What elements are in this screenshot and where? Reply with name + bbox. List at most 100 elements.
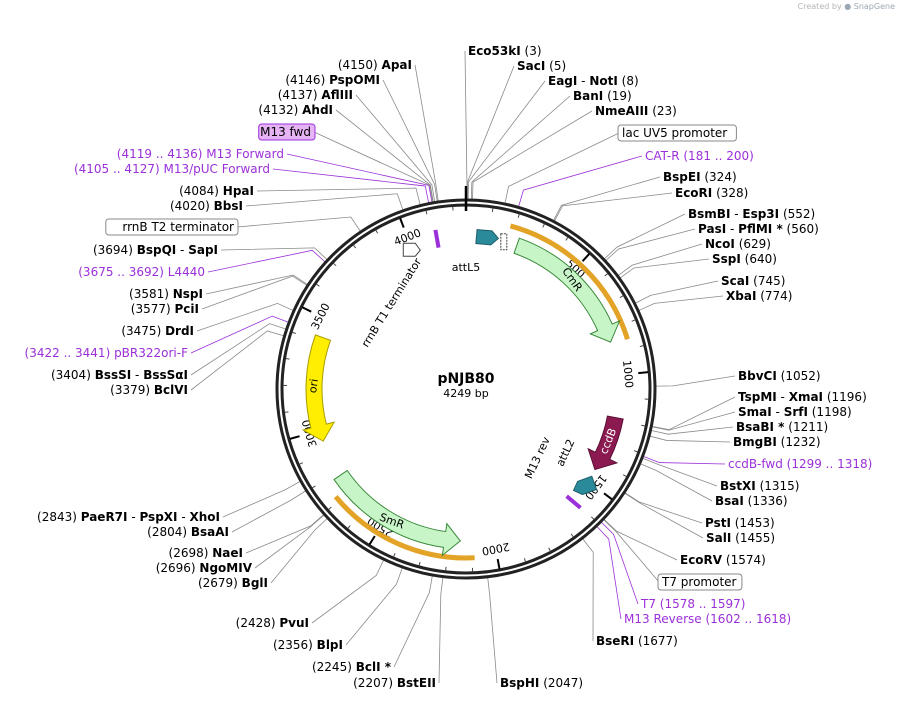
minor-tick xyxy=(542,223,545,228)
leader-line xyxy=(618,243,703,276)
leader-line xyxy=(582,538,594,642)
tick-mark-1000 xyxy=(638,371,649,375)
enzyme-position: (3379) xyxy=(110,383,154,397)
enzyme-position: (2696) xyxy=(156,561,200,575)
primer-name: T7 xyxy=(640,597,656,611)
enzyme-name: Eco53kI xyxy=(468,44,521,58)
map-label-bsphi: BspHI (2047) xyxy=(500,676,583,690)
leader-line xyxy=(467,65,515,200)
label-layer: Eco53kI (3)SacI (5)EagI - NotI (8)BanI (… xyxy=(25,44,873,690)
leader-line xyxy=(464,50,468,200)
feature-label-rrnb-t1-terminator: rrnB T1 terminator xyxy=(359,255,425,349)
map-label-pvui: (2428) PvuI xyxy=(236,616,309,630)
primer-position: (3422 .. 3441) xyxy=(25,346,115,360)
leader-line xyxy=(655,375,736,387)
tick-mark-3000 xyxy=(289,435,300,440)
enzyme-position: (1677) xyxy=(634,634,678,648)
feature-box-label: M13 fwd xyxy=(260,125,311,139)
enzyme-position: (2698) xyxy=(169,546,213,560)
primer-position: (4105 .. 4127) xyxy=(74,162,164,176)
plasmid-name: pNJB80 xyxy=(437,371,494,387)
label-text: (2804) BsaAI xyxy=(147,525,229,539)
leader-line xyxy=(190,323,286,376)
primer-position: (1299 .. 1318) xyxy=(783,457,873,471)
minor-tick xyxy=(517,213,520,218)
label-text: (4084) HpaI xyxy=(179,184,254,198)
map-label-ncoi: NcoI (629) xyxy=(705,237,771,251)
leader-line xyxy=(487,577,498,684)
leader-line xyxy=(245,193,404,210)
tick-label-3500: 3500 xyxy=(309,301,333,332)
map-label-eagi: EagI - NotI (8) xyxy=(548,74,639,88)
enzyme-position: (1198) xyxy=(808,405,852,419)
label-text: (4105 .. 4127) M13/pUC Forward xyxy=(74,162,270,176)
label-text: EcoRV (1574) xyxy=(680,553,766,567)
enzyme-name: BspHI xyxy=(500,676,539,690)
leader-line xyxy=(553,176,661,221)
map-label-bclvi: (3379) BclVI xyxy=(110,383,188,397)
map-label-afliii: (4137) AflIII xyxy=(278,88,353,102)
enzyme-position: (1052) xyxy=(777,369,821,383)
separator: - xyxy=(730,207,742,221)
map-label-pcii: (3577) PciI xyxy=(131,302,199,316)
label-text: EagI - NotI (8) xyxy=(548,74,639,88)
enzyme-position: (3475) xyxy=(121,324,165,338)
label-text: EcoRI (328) xyxy=(675,186,748,200)
label-text: BsaI (1336) xyxy=(715,494,788,508)
label-text: CAT-R (181 .. 200) xyxy=(645,149,754,163)
label-text: (3581) NspI xyxy=(129,287,203,301)
enzyme-position: (774) xyxy=(756,289,792,303)
primer-position: (3675 .. 3692) xyxy=(78,265,168,279)
ori-arrow xyxy=(301,334,336,442)
enzyme-name: BssSI xyxy=(95,368,132,382)
enzyme-name: NspI xyxy=(173,287,203,301)
separator: - xyxy=(772,405,784,419)
enzyme-name: BbvCI xyxy=(738,369,777,383)
enzyme-name: XbaI xyxy=(726,289,756,303)
primer-name: M13 Forward xyxy=(206,147,284,161)
label-text: BanI (19) xyxy=(573,89,632,103)
minor-tick xyxy=(328,506,332,511)
feature-label-attl5: attL5 xyxy=(452,261,481,274)
label-text: (2696) NgoMIV xyxy=(156,561,253,575)
minor-tick xyxy=(332,262,337,267)
tick-mark-2000 xyxy=(496,558,501,570)
minor-tick xyxy=(284,411,289,413)
map-label-m13-reverse: M13 Reverse (1602 .. 1618) xyxy=(624,612,791,626)
minor-tick xyxy=(418,561,421,567)
enzyme-name: BmgBI xyxy=(733,435,777,449)
enzyme-position: (23) xyxy=(648,104,676,118)
map-label-naei: (2698) NaeI xyxy=(169,546,243,560)
primer-name: L4440 xyxy=(168,265,205,279)
enzyme-name: SacI xyxy=(517,59,545,73)
leader-line xyxy=(335,109,434,202)
map-label-bsteii: (2207) BstEII xyxy=(353,676,436,690)
feature-box-label: T7 promoter xyxy=(661,575,737,589)
star-mark: * xyxy=(381,660,392,674)
minor-tick xyxy=(352,244,357,249)
map-label-bani: BanI (19) xyxy=(573,89,632,103)
enzyme-name: PaeR7I xyxy=(81,510,128,524)
label-text: ccdB-fwd (1299 .. 1318) xyxy=(728,457,872,471)
map-label-t7: T7 (1578 .. 1597) xyxy=(640,597,745,611)
enzyme-name: BssSαI xyxy=(143,368,188,382)
separator: - xyxy=(176,243,188,257)
leader-line xyxy=(603,519,678,561)
enzyme-name: BsmBI xyxy=(688,207,730,221)
map-label-l4440: (3675 .. 3692) L4440 xyxy=(78,265,205,279)
map-label-hpai: (4084) HpaI xyxy=(179,184,254,198)
label-text: (3422 .. 3441) pBR322ori-F xyxy=(25,346,189,360)
label-text: ScaI (745) xyxy=(721,274,785,288)
enzyme-name: BstEII xyxy=(397,676,436,690)
label-text: SmaI - SrfI (1198) xyxy=(738,405,852,419)
attl2-arrow xyxy=(572,475,598,496)
enzyme-position: (1574) xyxy=(722,553,766,567)
minor-tick xyxy=(315,283,320,287)
separator: - xyxy=(131,368,143,382)
enzyme-name: EcoRV xyxy=(680,553,723,567)
label-text: (4150) ApaI xyxy=(338,58,412,72)
map-label-m13-puc-forward: (4105 .. 4127) M13/pUC Forward xyxy=(74,162,270,176)
minor-tick xyxy=(570,533,574,538)
separator: - xyxy=(726,222,738,236)
enzyme-position: (1453) xyxy=(731,516,775,530)
